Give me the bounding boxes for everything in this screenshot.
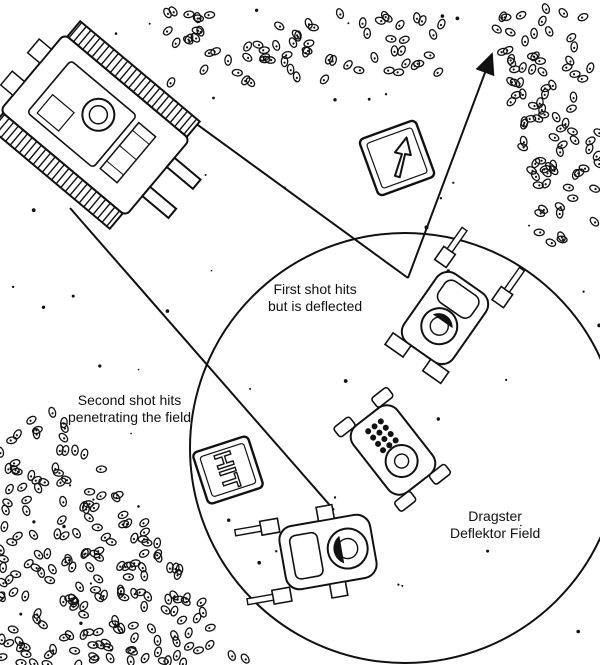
deflektor-field-label: Dragster Deflektor Field xyxy=(450,508,540,542)
field-line2: Deflektor Field xyxy=(450,525,541,541)
first-shot-line xyxy=(179,111,409,279)
attacking-tank xyxy=(0,19,202,231)
dragster-deflecting xyxy=(383,226,526,385)
hit-sign: HIT xyxy=(192,435,264,505)
deflect-sign xyxy=(358,119,436,197)
first-shot-label: First shot hits but is deflected xyxy=(268,281,362,315)
first-shot-line2: but is deflected xyxy=(268,298,363,314)
deflected-shot-line xyxy=(407,52,495,279)
dragster-middle xyxy=(333,386,452,512)
dragster-hit xyxy=(233,503,378,606)
field-line1: Dragster xyxy=(468,508,522,524)
second-shot-line xyxy=(69,207,335,511)
second-shot-line1: Second shot hits xyxy=(77,392,182,408)
foliage-top xyxy=(161,4,448,89)
first-shot-line1: First shot hits xyxy=(273,281,357,297)
arrow-up-right-icon xyxy=(393,136,412,179)
deflektor-field-circle xyxy=(189,232,600,664)
second-shot-line2: penetrating the field xyxy=(68,409,191,425)
second-shot-label: Second shot hits penetrating the field xyxy=(68,392,191,426)
foliage-right xyxy=(490,2,600,249)
